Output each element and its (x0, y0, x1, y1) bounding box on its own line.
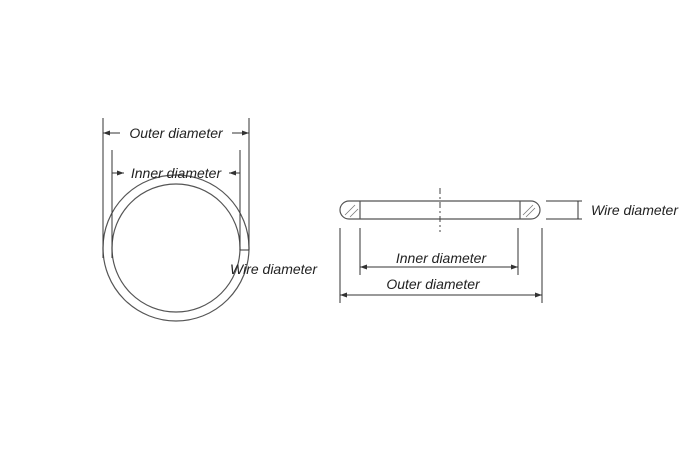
hatch-right-1 (522, 204, 534, 216)
side-view: Wire diameter Inner diameter Outer diame… (339, 188, 679, 303)
inner-arrow-right (229, 170, 236, 176)
side-wire-diameter-label: Wire diameter (591, 202, 679, 218)
inner-arrow-left (117, 170, 124, 176)
front-wire-diameter-label: Wire diameter (230, 261, 318, 277)
side-outer-diameter-label: Outer diameter (386, 276, 481, 292)
front-inner-diameter-label: Inner diameter (131, 165, 223, 181)
side-inner-diameter-label: Inner diameter (396, 250, 488, 266)
ring-inner-edge (111, 183, 241, 313)
ring-outer-edge (102, 174, 250, 322)
outer-arrow-left (103, 130, 110, 136)
side-outer-arrow-right (535, 292, 542, 298)
hatch-left-2 (349, 208, 359, 218)
hatch-left-1 (344, 204, 356, 216)
side-outer-arrow-left (340, 292, 347, 298)
front-view: Outer diameter Inner diameter Wire diame… (102, 118, 318, 322)
ring-section (339, 200, 541, 220)
outer-arrow-right (242, 130, 249, 136)
front-outer-diameter-label: Outer diameter (129, 125, 224, 141)
side-inner-arrow-right (511, 264, 518, 270)
hatch-right-2 (525, 207, 536, 218)
side-inner-arrow-left (360, 264, 367, 270)
